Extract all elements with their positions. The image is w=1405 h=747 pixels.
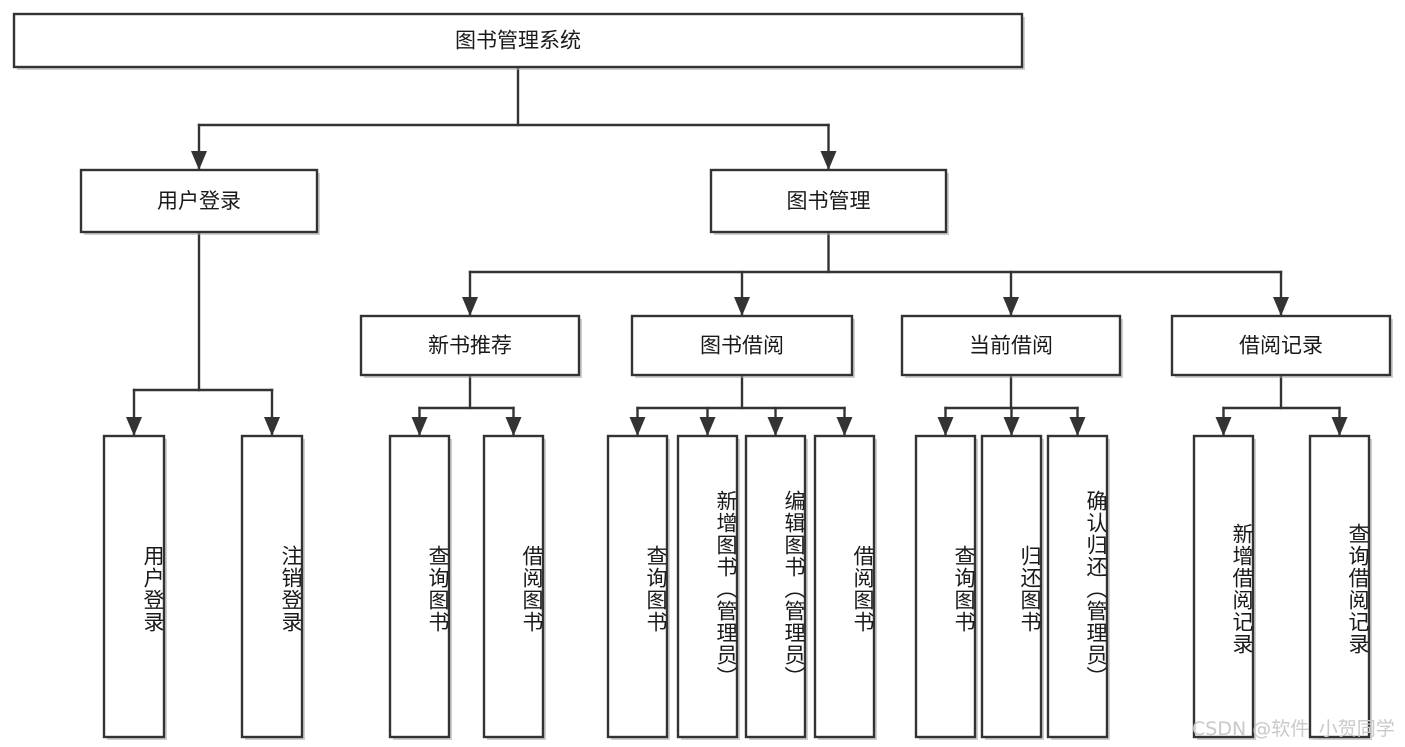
leaf-box-1[interactable] bbox=[240, 434, 304, 739]
level3-box-0[interactable] bbox=[359, 314, 581, 377]
arrow-head-icon bbox=[767, 417, 784, 436]
leaf-box-7[interactable] bbox=[813, 434, 876, 739]
level3-label-3: 借阅记录 bbox=[1239, 334, 1323, 358]
level3-label-0: 新书推荐 bbox=[428, 334, 512, 358]
leaf-box-6[interactable] bbox=[744, 434, 807, 739]
level2-box-0[interactable] bbox=[79, 168, 319, 234]
arrow-head-icon bbox=[1331, 417, 1348, 436]
level3-box-2[interactable] bbox=[900, 314, 1122, 377]
arrow-head-icon bbox=[629, 417, 646, 436]
leaf-box-10[interactable] bbox=[1046, 434, 1109, 739]
level3-box-1[interactable] bbox=[630, 314, 854, 377]
leaf-box-11[interactable] bbox=[1192, 434, 1255, 739]
arrow-head-icon bbox=[734, 297, 750, 316]
leaf-box-4[interactable] bbox=[606, 434, 669, 739]
arrow-head-icon bbox=[191, 151, 207, 170]
level3-label-1: 图书借阅 bbox=[700, 334, 784, 358]
arrow-head-icon bbox=[126, 417, 142, 436]
arrow-head-icon bbox=[411, 417, 428, 436]
root-label-0: 图书管理系统 bbox=[455, 29, 581, 53]
node-box-layer bbox=[12, 12, 1393, 740]
leaf-box-0[interactable] bbox=[102, 434, 166, 739]
arrow-head-icon bbox=[1273, 297, 1289, 316]
leaf-box-5[interactable] bbox=[676, 434, 739, 739]
arrow-head-icon bbox=[462, 297, 478, 316]
root-box-0[interactable] bbox=[12, 12, 1024, 69]
leaf-box-3[interactable] bbox=[482, 434, 545, 739]
level3-label-2: 当前借阅 bbox=[969, 334, 1053, 358]
level2-label-0: 用户登录 bbox=[157, 189, 241, 213]
level2-box-1[interactable] bbox=[709, 168, 948, 234]
arrow-head-icon bbox=[1003, 417, 1020, 436]
arrow-head-icon bbox=[937, 417, 954, 436]
leaf-box-12[interactable] bbox=[1308, 434, 1371, 739]
arrow-head-icon bbox=[836, 417, 853, 436]
arrow-head-icon bbox=[820, 151, 837, 170]
watermark-credit: CSDN @软件_小贺同学 bbox=[1192, 718, 1395, 740]
arrow-head-icon bbox=[699, 417, 716, 436]
connector-layer bbox=[126, 65, 1348, 438]
leaf-box-8[interactable] bbox=[914, 434, 977, 739]
leaf-box-9[interactable] bbox=[980, 434, 1043, 739]
arrow-head-icon bbox=[1003, 297, 1019, 316]
leaf-box-2[interactable] bbox=[388, 434, 451, 739]
arrow-head-icon bbox=[264, 417, 280, 436]
arrow-head-icon bbox=[1069, 417, 1086, 436]
arrow-head-icon bbox=[505, 417, 522, 436]
level2-label-1: 图书管理 bbox=[787, 189, 871, 213]
level3-box-3[interactable] bbox=[1170, 314, 1392, 377]
arrow-head-icon bbox=[1215, 417, 1232, 436]
